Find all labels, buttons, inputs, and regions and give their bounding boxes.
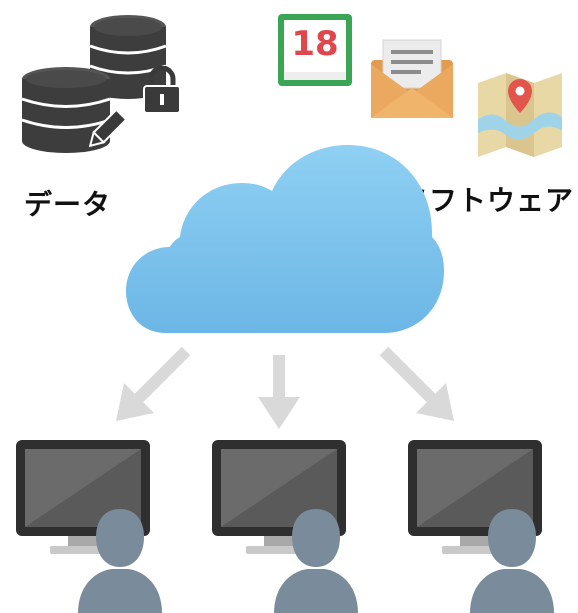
- user-icon: [78, 509, 162, 613]
- lock-icon: [143, 66, 181, 114]
- data-label: データ: [24, 188, 112, 221]
- cloud-icon: [126, 143, 444, 335]
- client-workstation: [212, 440, 372, 613]
- pencil-icon: [88, 108, 128, 148]
- user-icon: [274, 509, 358, 613]
- database-group: [20, 14, 195, 159]
- arrow-down-left: [112, 345, 194, 427]
- envelope-icon: [369, 38, 455, 120]
- calendar-icon: 18: [276, 12, 354, 88]
- calendar-day: 18: [291, 24, 339, 64]
- client-workstation: [16, 440, 176, 613]
- user-icon: [470, 509, 554, 613]
- map-icon: [474, 69, 566, 159]
- client-workstation: [408, 440, 568, 613]
- arrow-down-right: [376, 345, 458, 427]
- arrow-down: [256, 355, 302, 431]
